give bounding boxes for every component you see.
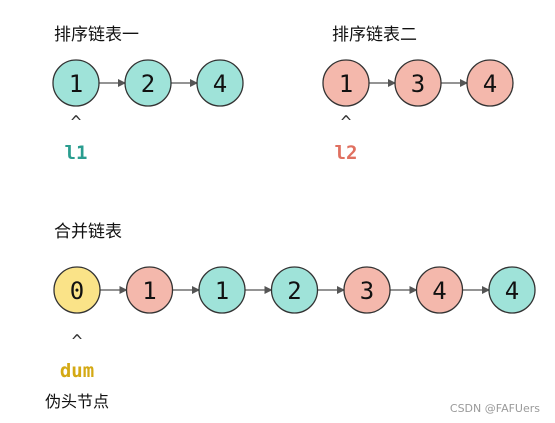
l1-caret: ^ xyxy=(71,112,82,133)
dum-caret: ^ xyxy=(72,331,83,352)
dum-pointer-label: dum xyxy=(60,360,94,382)
list-node-value: 1 xyxy=(69,70,83,98)
list2-title: 排序链表二 xyxy=(332,25,417,45)
list-node-circle xyxy=(466,59,514,107)
list2-nodes: 1 3 4 xyxy=(322,59,514,107)
list-node-value: 4 xyxy=(505,277,519,305)
merged-nodes: 0 1 1 2 3 4 4 xyxy=(53,266,536,314)
list-node-value: 3 xyxy=(411,70,425,98)
list-node-value: 1 xyxy=(339,70,353,98)
list-node-circle xyxy=(198,266,246,314)
list-node-value: 4 xyxy=(213,70,227,98)
list1-nodes: 1 2 4 xyxy=(52,59,244,107)
list-node-circle xyxy=(196,59,244,107)
list-node-value: 0 xyxy=(70,277,84,305)
l1-pointer-label: l1 xyxy=(65,142,88,164)
list-node-circle xyxy=(488,266,536,314)
list-node-value: 2 xyxy=(141,70,155,98)
list-node-circle xyxy=(415,266,464,314)
list-node-circle xyxy=(343,266,391,314)
merged-title: 合并链表 xyxy=(54,222,122,242)
list-node-circle xyxy=(125,266,174,314)
list1-title: 排序链表一 xyxy=(54,25,139,45)
l2-pointer-label: l2 xyxy=(335,142,358,164)
dummy-head-note: 伪头节点 xyxy=(45,392,109,411)
list-node-circle xyxy=(394,59,442,107)
list-node-circle xyxy=(124,59,172,107)
list-node-value: 4 xyxy=(432,277,446,305)
l2-caret: ^ xyxy=(341,112,352,133)
list-node-value: 2 xyxy=(287,277,301,305)
list-node-circle xyxy=(52,59,100,107)
list-node-value: 3 xyxy=(360,277,374,305)
list-node-circle xyxy=(322,59,370,107)
list-node-value: 1 xyxy=(142,277,156,305)
list-node-circle xyxy=(270,266,319,314)
list-node-value: 1 xyxy=(215,277,229,305)
list-node-circle xyxy=(53,266,101,314)
watermark: CSDN @FAFUers xyxy=(450,402,540,415)
list-node-value: 4 xyxy=(483,70,497,98)
